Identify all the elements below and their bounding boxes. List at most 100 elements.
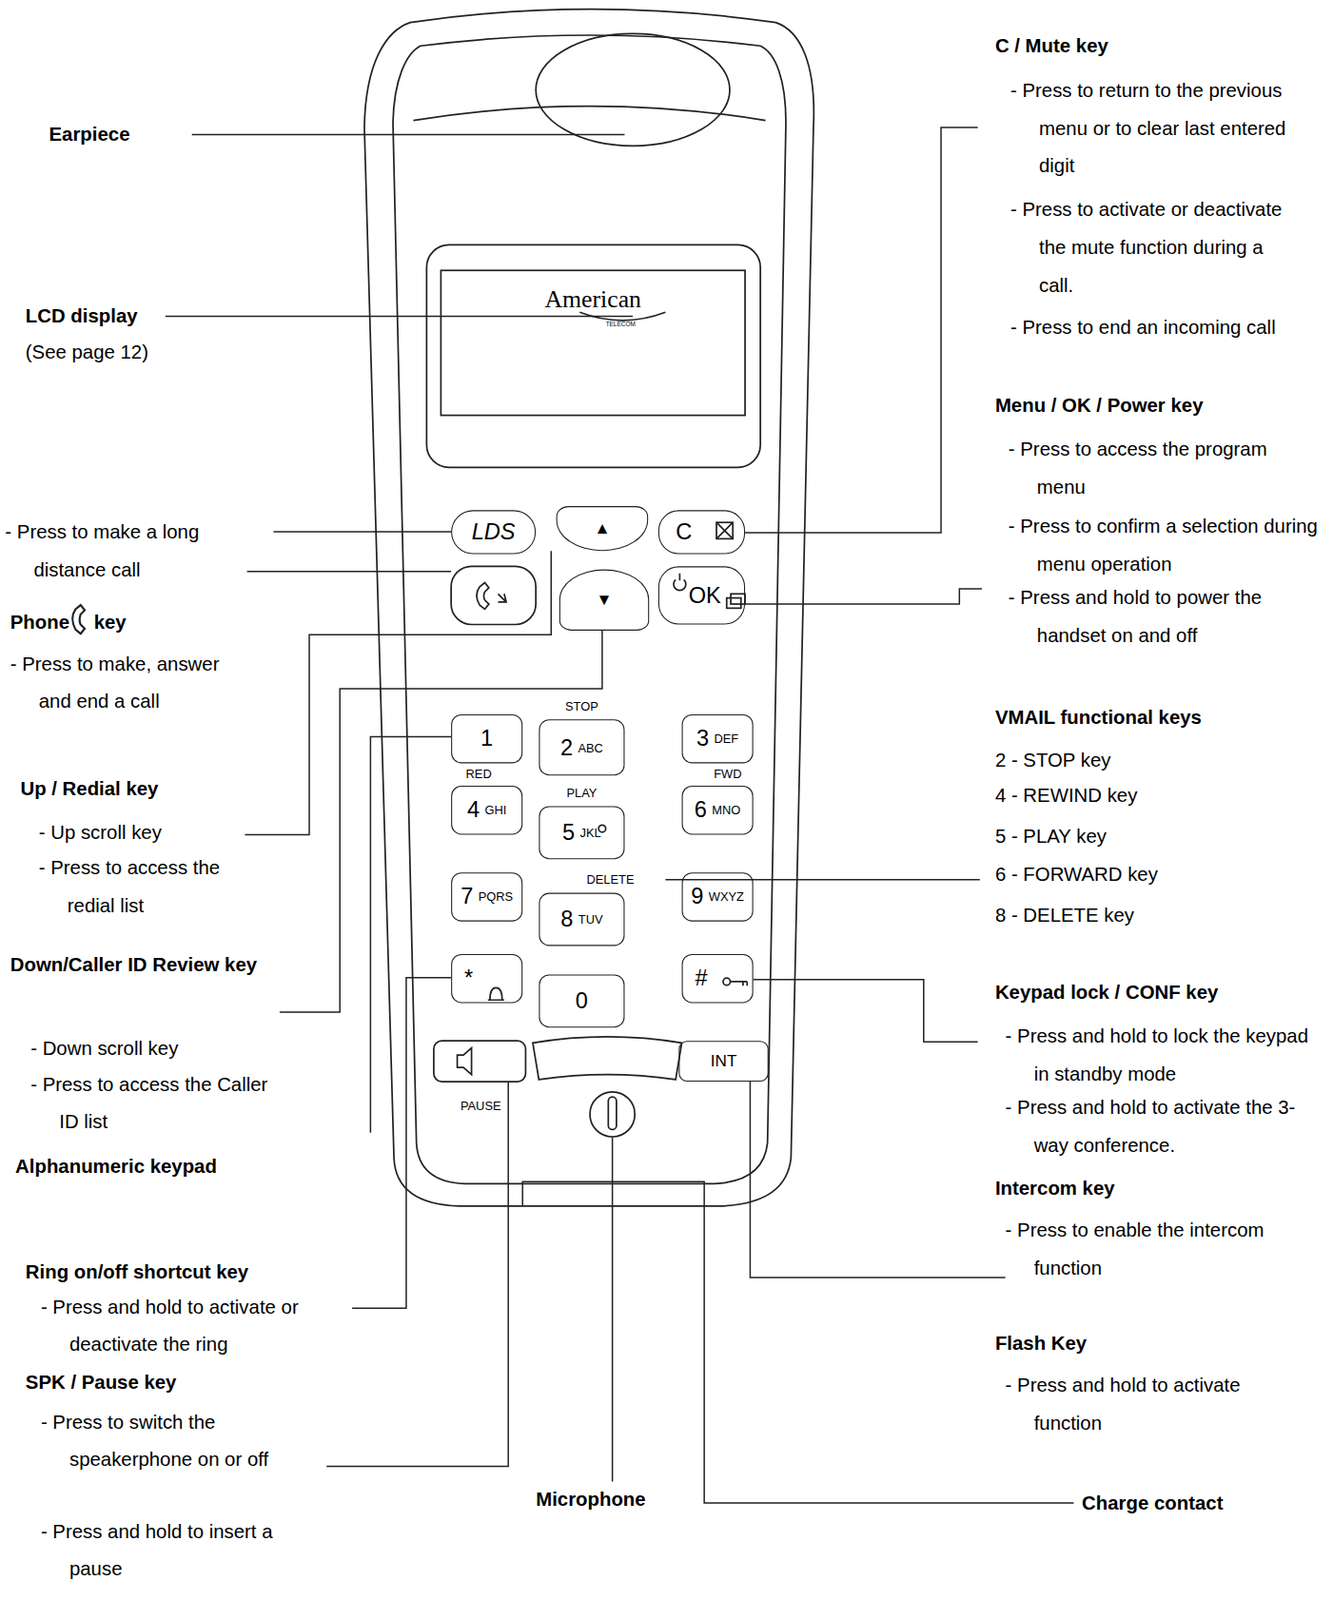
key-letters: ABC	[577, 740, 603, 755]
leader-line	[744, 588, 982, 605]
callout-heading: Ring on/off shortcut key	[25, 1254, 249, 1292]
leader-line	[273, 530, 451, 533]
callout-note: - Press to activate or deactivate the mu…	[1010, 191, 1302, 305]
speaker-key	[433, 1040, 527, 1082]
handset-icon	[476, 583, 490, 610]
power-icon	[673, 573, 687, 591]
mute-icon	[716, 522, 733, 539]
leader-line	[244, 550, 551, 835]
menu-icon	[730, 593, 745, 605]
callout-heading: Down/Caller ID Review key	[10, 940, 266, 989]
key-icon	[730, 981, 747, 986]
mute-icon	[716, 522, 733, 539]
callout-note: - Press to access the Caller ID list	[30, 1065, 275, 1141]
key-legend: 0	[575, 987, 589, 1015]
key-legend: 1	[480, 725, 493, 753]
callout-heading: Charge contact	[1081, 1485, 1223, 1523]
key-label: PLAY	[566, 785, 597, 801]
key-label: STOP	[565, 699, 599, 714]
callout-note: - Press to end an incoming call	[1010, 308, 1302, 347]
callout-heading: Phone	[10, 604, 70, 642]
earpiece	[535, 33, 730, 146]
keypad-key: OK	[658, 566, 745, 625]
callout-note: - Press and hold to lock the keypad in s…	[1005, 1017, 1317, 1093]
key-letters: DEF	[713, 731, 739, 746]
leader-line	[326, 1081, 509, 1467]
callout-text: 5 - PLAY key	[995, 818, 1107, 856]
key-icons	[72, 522, 747, 1075]
callout-heading: key	[94, 604, 127, 642]
key-label: FWD	[713, 767, 742, 783]
callout-heading: Keypad lock / CONF key	[995, 974, 1218, 1012]
charge-contact-bracket	[522, 1181, 1074, 1504]
key-legend: ▲	[593, 519, 610, 538]
keypad-key: 5 JKL	[538, 805, 625, 860]
key-letters: JKL	[580, 825, 602, 841]
key-letters: MNO	[711, 803, 741, 818]
leader-line	[352, 978, 451, 1310]
callout-text: 2 - STOP key	[995, 742, 1112, 780]
callout-heading: Intercom key	[995, 1170, 1116, 1208]
callout-heading: Up / Redial key	[19, 770, 158, 808]
callout-note: - Press to switch the speakerphone on or…	[40, 1403, 286, 1479]
callout-text: 4 - REWIND key	[995, 777, 1137, 815]
brand-logo: American	[544, 285, 642, 313]
keypad-key: 7PQRS	[450, 872, 523, 922]
key-letters: TUV	[578, 912, 604, 927]
key-legend: 8	[560, 906, 573, 934]
key-letters: WXYZ	[708, 889, 745, 904]
keypad-key: #	[682, 954, 754, 1003]
callout-note: - Press to enable the intercom function	[1005, 1211, 1302, 1287]
leader-line	[611, 1136, 614, 1483]
microphone-slot	[607, 1097, 617, 1130]
key-legend: 2	[560, 734, 573, 762]
key-legend: 5	[562, 819, 575, 846]
keypad-key: 4GHI	[450, 785, 523, 835]
bell-icon	[488, 987, 505, 1000]
keypad-key: 0	[538, 974, 625, 1028]
callout-heading: SPK / Pause key	[25, 1364, 177, 1402]
keypad-key: ▲	[556, 506, 649, 551]
callout-heading: LCD display	[25, 297, 138, 335]
leader-line	[370, 736, 451, 1133]
housing-inner-outline	[392, 35, 786, 1184]
callout-heading: Menu / OK / Power key	[995, 388, 1204, 426]
keypad-key: INT	[678, 1040, 768, 1082]
callout-note: - Press to access the program menu	[1008, 431, 1320, 507]
key-legend: *	[464, 965, 473, 993]
lcd-display	[440, 270, 745, 415]
callout-note: - Press and hold to activate or deactiva…	[40, 1288, 348, 1364]
brand-logo: TELECOM	[606, 321, 636, 330]
key-legend: ▼	[596, 590, 613, 609]
key-legend: 6	[694, 797, 707, 824]
callout-heading: Flash Key	[995, 1325, 1087, 1363]
callout-note: - Press to confirm a selection during me…	[1008, 507, 1320, 583]
key-letters: GHI	[484, 803, 507, 818]
keypad-key: LDS	[450, 509, 536, 554]
key-legend: 9	[690, 883, 704, 911]
keypad-key: 6 MNO	[682, 785, 754, 835]
keypad-key: 1	[450, 714, 523, 764]
callout-heading: Alphanumeric keypad	[15, 1148, 217, 1186]
callout-heading: Earpiece	[48, 116, 130, 154]
keypad-key: ▼	[559, 569, 649, 631]
leader-line	[165, 315, 633, 318]
callout-note: - Press to return to the previous menu o…	[1010, 71, 1302, 185]
callout-note: - Up scroll key	[39, 813, 275, 852]
leader-line	[279, 630, 603, 1013]
leader-line	[665, 879, 980, 882]
callout-text: 6 - FORWARD key	[995, 856, 1158, 894]
microphone	[589, 1092, 635, 1137]
callout-note: - Press to make a long distance call	[4, 513, 273, 589]
leader-line	[247, 570, 452, 573]
phone-key	[450, 566, 536, 625]
leader-line	[744, 127, 979, 533]
key-label: PAUSE	[460, 1098, 502, 1114]
callout-heading: C / Mute key	[995, 27, 1109, 65]
leader-line	[192, 134, 626, 137]
earpiece-seam	[412, 106, 765, 121]
key-legend: C	[675, 518, 692, 546]
key-legend: OK	[688, 582, 722, 609]
callout-heading: VMAIL functional keys	[995, 699, 1202, 737]
keypad-key: 8 TUV	[538, 893, 625, 947]
